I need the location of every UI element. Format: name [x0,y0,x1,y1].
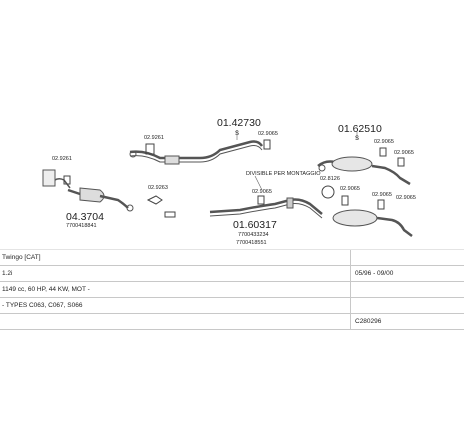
production-dates: 05/96 - 09/00 [355,270,394,277]
fitting-label: 02.9261 [52,156,72,162]
part-number-catalyst: 04.3704 [66,211,104,223]
vehicle-types: - TYPES C063, C067, S066 [2,302,83,309]
fitting-label: 02.9065 [258,131,278,137]
table-row: - TYPES C063, C067, S066 [0,298,464,314]
fitting-label: 02.9065 [396,195,416,201]
part-number-rear-silencer-upper: 01.62510 [338,123,382,135]
fitting-label: 02.8126 [320,176,340,182]
s-marker: S [235,131,240,137]
engine-specs: 1149 cc, 60 HP, 44 KW, MOT - [2,286,90,293]
assembly-note: DIVISIBLE PER MONTAGGIO [246,171,321,177]
catalog-code: C280296 [355,318,382,325]
exhaust-diagram: 01.42730 01.62510 01.60317 04.3704 77004… [0,117,464,251]
fitting-label: 02.9065 [374,139,394,145]
catalyst-drawing [42,169,134,212]
fitting-label: 02.9065 [252,189,272,195]
front-pipe-drawing [129,140,264,165]
leader-lines [236,130,358,191]
table-row: C280296 [0,314,464,330]
table-row: 1149 cc, 60 HP, 44 KW, MOT - [0,282,464,298]
fitting-label: 02.9263 [148,185,168,191]
table-row: 1.2i 05/96 - 09/00 [0,266,464,282]
fitting-label: 02.9065 [372,192,392,198]
fitting-label: 02.9261 [144,135,164,141]
fitting-label: 02.9065 [340,186,360,192]
engine-version: 1.2i [2,270,13,277]
table-row: Twingo [CAT] [0,250,464,266]
rear-silencer-lower-drawing [209,197,413,237]
model-name: Twingo [CAT] [2,254,41,261]
fitting-label: 02.9065 [394,150,414,156]
column-divider [350,250,351,330]
fittings-drawing [63,139,405,218]
part-number-rear-silencer-lower: 01.60317 [233,219,277,231]
s-marker: S [355,136,360,142]
rear-silencer-upper-drawing [317,156,411,186]
oem-number: 7700433234 [238,232,269,238]
oem-number: 7700418841 [66,223,97,229]
part-number-front-pipe: 01.42730 [217,117,261,129]
oem-number: 7700418551 [236,240,267,246]
